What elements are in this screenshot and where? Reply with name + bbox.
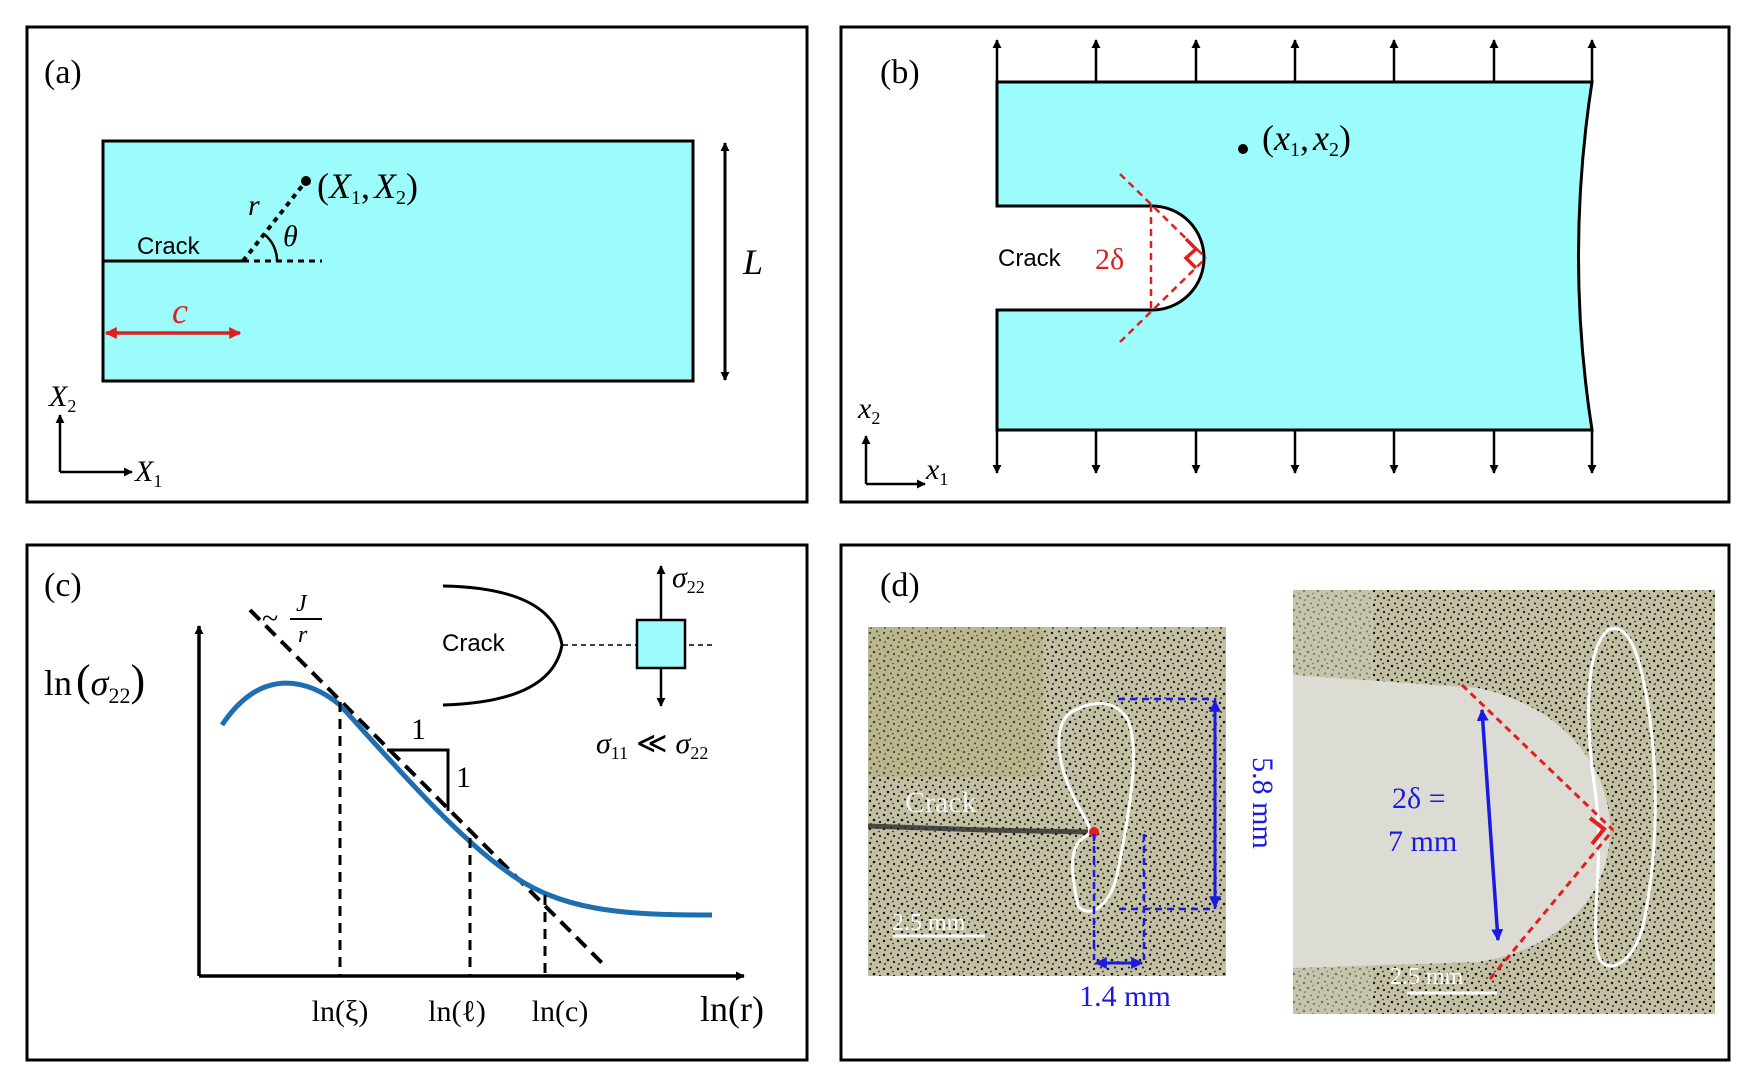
crack-tip-sketch: [442, 584, 564, 707]
crack-label-c: Crack: [442, 630, 506, 657]
panel-b-label: (b): [880, 54, 920, 91]
panel-d-label: (d): [880, 567, 920, 604]
right-photo: 2δ = 7 mm 2.5 mm: [1293, 590, 1715, 1014]
panel-c-label: (c): [44, 567, 82, 604]
delta-label-b: 2δ: [1095, 243, 1124, 276]
scale-label-left: 2.5 mm: [892, 910, 966, 936]
stress-element: [635, 618, 687, 670]
stress-curve: [219, 680, 713, 918]
current-point: [1238, 144, 1248, 154]
angle-arc: [263, 233, 279, 262]
panel-c: (c) ln(σ22) ~ J r 1 1 ln(ξ) ln(ℓ) ln(c) …: [25, 543, 809, 1062]
process-zone-contour-right: [1587, 627, 1657, 968]
delta-label-d: 2δ =: [1392, 782, 1446, 815]
sigma22-label: σ22: [672, 561, 705, 597]
slope-run: 1: [411, 713, 426, 746]
right-angle-mark: [1183, 237, 1199, 270]
r-label: r: [248, 189, 260, 222]
top-load-arrows: [992, 39, 1597, 82]
opened-crack-specimen: [1293, 675, 1610, 968]
axis-X2-label: X2: [48, 380, 76, 416]
panel-d: (d) Crack 2.5 mm 5.8 mm 1.4 mm: [839, 543, 1731, 1062]
height-dimension-label: 5.8 mm: [1246, 757, 1279, 849]
point-coordinates: (X1,X2): [317, 166, 418, 209]
crack-label-b: Crack: [998, 245, 1062, 272]
current-coordinates: (x1,x2): [1262, 118, 1351, 161]
material-point: [301, 176, 311, 186]
slope-asymptote: [248, 608, 609, 970]
tick-c: ln(c): [532, 995, 589, 1028]
process-zone-contour-left: [1057, 701, 1135, 913]
height-box: [1118, 697, 1217, 911]
y-axis-label: ln(σ22): [44, 656, 145, 708]
axis-X1-label: X1: [134, 455, 162, 491]
slope-r: r: [298, 622, 308, 648]
x-axis-label: ln(r): [700, 989, 764, 1029]
tip-tangent-lower: [1119, 257, 1207, 343]
L-label: L: [742, 242, 763, 282]
tick-xi: ln(ξ): [312, 995, 369, 1028]
panel-d-frame: [839, 543, 1731, 1062]
left-photo-shade: [868, 627, 1043, 777]
slope-J: J: [296, 591, 308, 617]
radius-line: [241, 179, 308, 263]
panel-b-frame: [839, 25, 1731, 504]
axis-x1-label: x1: [925, 453, 948, 489]
slope-rise: 1: [456, 761, 471, 794]
panel-b: (b) Crack 2δ (x1,x2): [839, 25, 1731, 504]
deformed-plate: [995, 80, 1594, 432]
crack-label: Crack: [137, 233, 201, 260]
left-speckle-image: [868, 627, 1226, 976]
crack-label-d: Crack: [905, 786, 977, 819]
panel-a: (a) Crack r θ (X1,X2) c L X2 X1: [25, 25, 809, 504]
bottom-load-arrows: [992, 430, 1597, 474]
right-tangent-upper: [1460, 683, 1615, 832]
tick-ell: ln(ℓ): [428, 995, 486, 1028]
panel-a-label: (a): [44, 54, 82, 91]
width-dimension-label: 1.4 mm: [1079, 980, 1171, 1013]
stress-ratio: σ11≪σ22: [596, 727, 708, 763]
c-label: c: [172, 291, 188, 331]
delta-value-d: 7 mm: [1388, 825, 1457, 858]
panel-c-frame: [25, 543, 809, 1062]
left-photo: Crack 2.5 mm: [867, 627, 1226, 976]
scale-label-right: 2.5 mm: [1390, 964, 1464, 990]
axis-x2-label: x2: [857, 392, 880, 428]
panel-a-frame: [25, 25, 809, 504]
physical-crack: [867, 823, 1093, 835]
crack-tip-point: [1089, 827, 1099, 837]
theta-label: θ: [283, 220, 298, 253]
opening-dimension-arrow: [1476, 708, 1504, 942]
slope-annotation: ~: [262, 602, 278, 635]
right-tangent-lower: [1488, 829, 1615, 980]
right-angle-mark-d: [1588, 816, 1607, 846]
slope-triangle: [387, 748, 450, 811]
